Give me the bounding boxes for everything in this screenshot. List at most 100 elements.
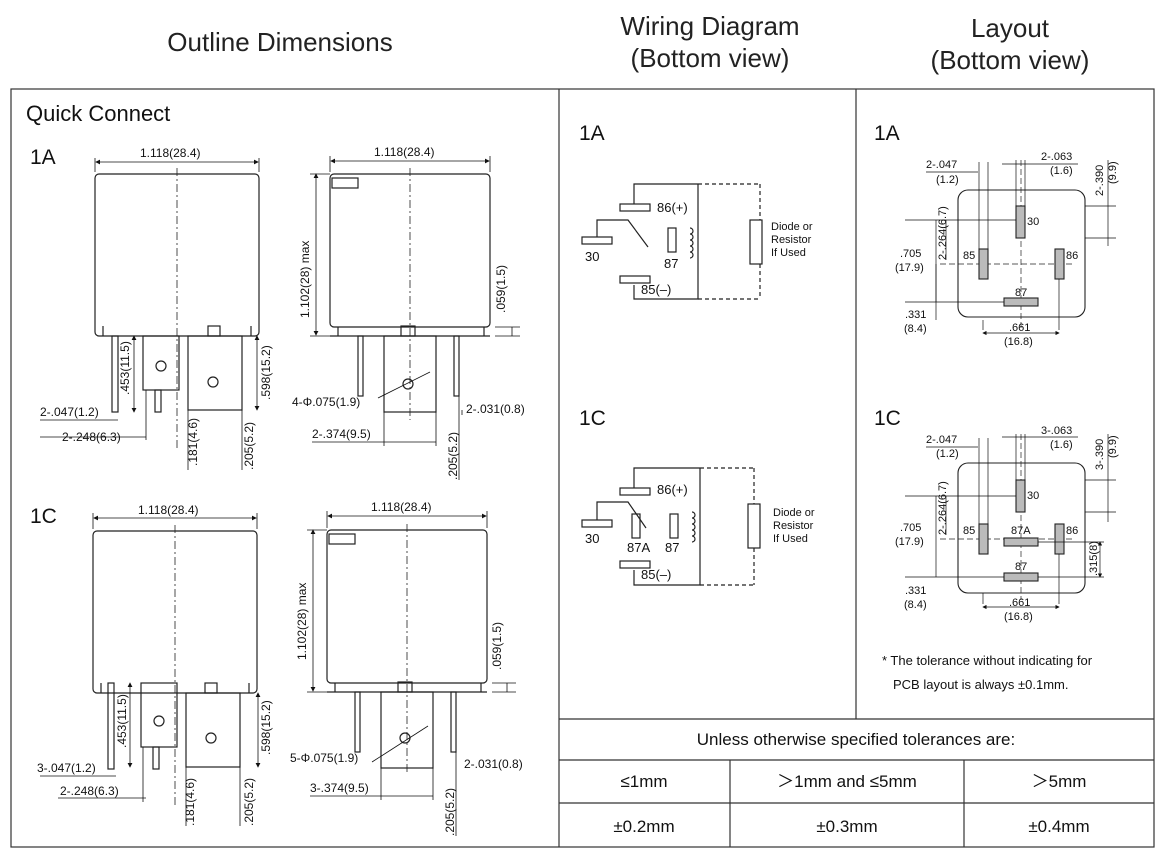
layout-1a-d390-mm: (9.9) [1107, 161, 1119, 184]
dim-width-1a-side: 1.118(28.4) [374, 145, 435, 159]
wiring-1c-label: 1C [579, 407, 606, 430]
layout-1a-outline [940, 160, 1086, 330]
layout-note-line1: * The tolerance without indicating for [882, 653, 1093, 668]
layout-1c-d047-in: 2-.047 [926, 434, 957, 446]
layout-1a-d063-mm: (1.6) [1050, 165, 1073, 177]
wiring-1a-diode-1: Diode or [771, 221, 813, 233]
layout-1a-label: 1A [874, 122, 900, 145]
dim-453-1a: .453(11.5) [118, 341, 132, 395]
tolerance-title: Unless otherwise specified tolerances ar… [697, 730, 1015, 749]
coil-symbol [689, 227, 694, 259]
layout-1c-p86: 86 [1066, 525, 1078, 537]
wiring-1a-t87: 87 [664, 256, 678, 271]
wiring-1a-t85: 85(–) [641, 282, 671, 297]
pad-87 [1003, 572, 1039, 582]
wiring-1a-t86: 86(+) [657, 200, 688, 215]
wiring-1a-t30: 30 [585, 249, 599, 264]
pad-85 [978, 248, 989, 280]
dim-phi-1c: 5-Φ.075(1.9) [290, 751, 358, 765]
dim-181-1a: .181(4.6) [186, 418, 200, 466]
wiring-1c-t30: 30 [585, 531, 599, 546]
layout-1a-d047-mm: (1.2) [936, 174, 959, 186]
pad-85 [978, 523, 989, 555]
layout-1a-d661-mm: (16.8) [1004, 336, 1033, 348]
wiring-1a-schematic [581, 183, 763, 300]
layout-1a-d331-in: .331 [905, 309, 926, 321]
dim-pin-width-1a: 2-.047(1.2) [40, 405, 99, 419]
terminal-30 [581, 519, 613, 528]
wiring-diagram-header: Wiring Diagram (Bottom view) [560, 10, 860, 74]
wiring-header-line2: (Bottom view) [630, 43, 790, 73]
layout-header: Layout (Bottom view) [880, 12, 1140, 76]
layout-1a-d331-mm: (8.4) [904, 323, 927, 335]
wiring-1c-schematic [581, 467, 761, 586]
dim-height-1c: 1.102(28) max [295, 583, 309, 660]
layout-header-line1: Layout [970, 13, 1050, 43]
dim-031-1a: 2-.031(0.8) [466, 402, 525, 416]
pin [185, 692, 241, 768]
quick-connect-title: Quick Connect [26, 101, 170, 126]
outline-1a-side-view [329, 168, 491, 420]
layout-1c-d705-in: .705 [900, 522, 921, 534]
terminal-87 [667, 227, 677, 253]
layout-header-line2: (Bottom view) [930, 45, 1090, 75]
layout-1a-p30: 30 [1027, 216, 1039, 228]
tolerance-value: ±0.3mm [816, 817, 877, 836]
dim-height-1a: 1.102(28) max [298, 241, 312, 318]
outline-1a-front-dims [40, 158, 260, 470]
layout-1c-p85: 85 [963, 525, 975, 537]
layout-1a-p87: 87 [1015, 287, 1027, 299]
pin [357, 335, 364, 397]
outline-1a-label: 1A [30, 146, 56, 169]
terminal-85 [619, 275, 651, 284]
layout-1c-d661-in: .661 [1009, 597, 1030, 609]
diode-resistor-symbol [749, 219, 763, 265]
outline-1c-front-dims [40, 513, 261, 826]
dim-205-1a-side: .205(5.2) [446, 432, 460, 480]
pad-86 [1054, 523, 1065, 555]
layout-1a-d063-in: 2-.063 [1041, 151, 1072, 163]
layout-1a-d705-mm: (17.9) [895, 262, 924, 274]
layout-1c-p87: 87 [1015, 561, 1027, 573]
pin [111, 335, 119, 413]
dim-059-1a: .059(1.5) [494, 265, 508, 313]
pad-30 [1015, 205, 1026, 239]
frame-lines [10, 88, 1155, 848]
dim-031-1c: 2-.031(0.8) [464, 757, 523, 771]
layout-1c-d047-mm: (1.2) [936, 448, 959, 460]
layout-1c-d390-in: 3-.390 [1094, 439, 1106, 470]
wiring-1a-diode-2: Resistor [771, 234, 812, 246]
outline-dimensions-header: Outline Dimensions [167, 27, 393, 57]
dim-181-1c: .181(4.6) [183, 778, 197, 826]
layout-1c-outline [940, 434, 1086, 600]
pcb-outline [957, 462, 1086, 594]
wiring-1c-diode-3: If Used [773, 533, 808, 545]
layout-1a-dims [905, 160, 1116, 336]
dim-598-1a: .598(15.2) [259, 345, 273, 400]
tolerance-value: ±0.2mm [613, 817, 674, 836]
dim-205-1c-front: .205(5.2) [242, 778, 256, 826]
dim-width-1c-side: 1.118(28.4) [371, 500, 432, 514]
tolerance-value: ±0.4mm [1028, 817, 1089, 836]
layout-1c-label: 1C [874, 407, 901, 430]
layout-1a-d661-in: .661 [1009, 322, 1030, 334]
terminal-30 [581, 236, 613, 245]
outline-1c-label: 1C [30, 505, 57, 528]
wiring-1c-t85: 85(–) [641, 567, 671, 582]
wiring-1c-diode-2: Resistor [773, 520, 814, 532]
wiring-1a-label: 1A [579, 122, 605, 145]
layout-1c-d264: 2-.264(6.7) [937, 481, 949, 535]
wiring-1a-diode-3: If Used [771, 247, 806, 259]
wiring-header-line1: Wiring Diagram [620, 11, 800, 41]
layout-1a-p85: 85 [963, 250, 975, 262]
layout-1c-d315: .315(8) [1088, 541, 1100, 576]
layout-note-line2: PCB layout is always ±0.1mm. [893, 677, 1068, 692]
pin [453, 335, 460, 397]
layout-1c-d390-mm: (9.9) [1107, 435, 1119, 458]
pin [187, 335, 243, 411]
terminal-87a [631, 513, 641, 539]
dim-205-1a-front: .205(5.2) [242, 422, 256, 470]
terminal-85 [619, 560, 651, 569]
layout-1c-p30: 30 [1027, 490, 1039, 502]
